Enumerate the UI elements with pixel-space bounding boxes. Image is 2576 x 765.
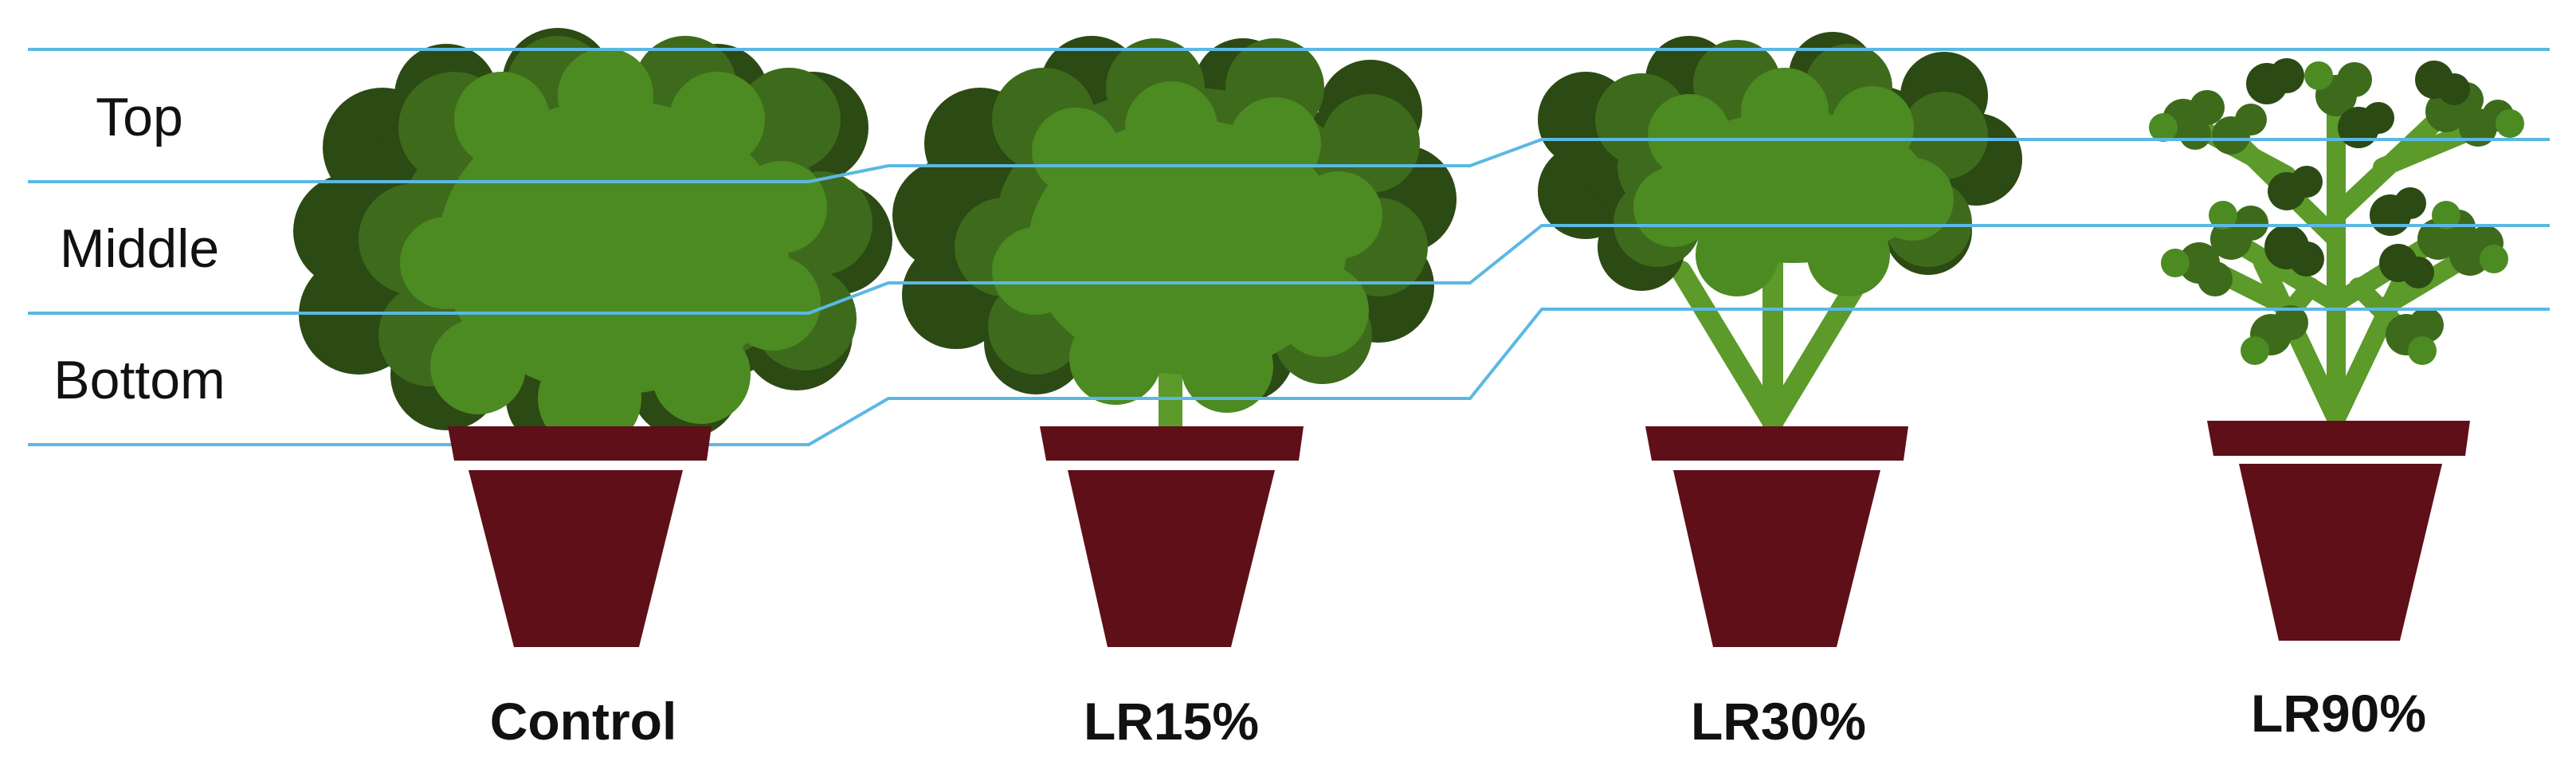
plant-lr90-canopy xyxy=(2149,58,2524,428)
guide-line-middle-bottom xyxy=(28,224,2550,315)
canopy-light xyxy=(400,48,827,450)
plant-lr15-canopy xyxy=(892,36,1457,430)
plant-label-lr15: LR15% xyxy=(1084,692,1259,751)
pot-lr15 xyxy=(1040,426,1304,647)
plant-label-control: Control xyxy=(490,692,677,751)
canopy-light xyxy=(992,81,1382,413)
foliage-layer xyxy=(293,28,2524,450)
leaf-clusters xyxy=(2149,58,2524,365)
pots-layer xyxy=(448,421,2470,647)
guide-line-top-middle xyxy=(28,138,2550,183)
plant-label-lr30: LR30% xyxy=(1691,692,1866,751)
pot-lr30 xyxy=(1645,426,1908,647)
zone-label-top: Top xyxy=(96,87,183,147)
plant-control-canopy xyxy=(293,28,892,450)
zone-labels: Top Middle Bottom xyxy=(53,87,225,410)
plant-label-lr90: LR90% xyxy=(2251,684,2426,743)
zone-label-middle: Middle xyxy=(60,218,219,279)
zone-guide-lines xyxy=(28,48,2550,446)
zone-label-bottom: Bottom xyxy=(53,350,225,410)
pot-control xyxy=(448,426,712,647)
pot-lr90 xyxy=(2207,421,2470,641)
plant-lr30-canopy xyxy=(1538,32,2022,437)
plant-labels: Control LR15% LR30% LR90% xyxy=(490,684,2426,751)
